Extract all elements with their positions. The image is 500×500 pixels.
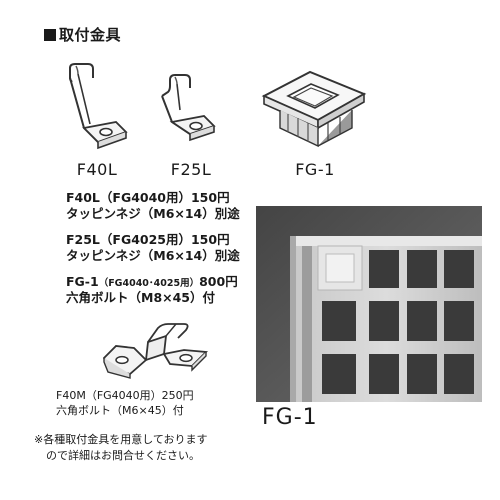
f25l-spec-screw: タッピンネジ（M6×14）別途 (66, 248, 240, 263)
f40l-spec-price: F40L（FG4040用）150円 (66, 190, 230, 205)
f40m-spec-price: F40M（FG4040用）250円 (56, 389, 194, 402)
f40m-bracket-image (102, 323, 208, 379)
fg1-cap-image (261, 70, 367, 148)
fg1-spec-bolt: 六角ボルト（M8×45）付 (66, 290, 216, 305)
f40l-caption: F40L (76, 160, 118, 179)
section-title: 取付金具 (59, 26, 122, 44)
f40l-bracket-image (69, 63, 128, 150)
f25l-caption: F25L (170, 160, 212, 179)
fg1-spec-price: FG-1（FG4040･4025用）800円 (66, 274, 238, 292)
f40l-spec-screw: タッピンネジ（M6×14）別途 (66, 206, 240, 221)
section-heading: 取付金具 (44, 24, 121, 45)
fg1-spec-name: FG-1 (66, 274, 99, 289)
f40m-spec-bolt: 六角ボルト（M6×45）付 (56, 404, 184, 417)
footnote-line-2: ので詳細はお問合せください。 (46, 449, 200, 462)
footnote-line-1: ※各種取付金具を用意しております (34, 433, 208, 446)
heading-square-icon (44, 29, 56, 41)
fg1-caption: FG-1 (295, 160, 335, 179)
photo-caption: FG-1 (262, 405, 318, 430)
f25l-spec-price: F25L（FG4025用）150円 (66, 232, 230, 247)
f25l-bracket-image (161, 74, 216, 142)
fg1-spec-usage: （FG4040･4025用） (98, 278, 200, 289)
fg1-installed-photo (256, 206, 482, 402)
fg1-spec-amount: 800円 (199, 274, 238, 289)
